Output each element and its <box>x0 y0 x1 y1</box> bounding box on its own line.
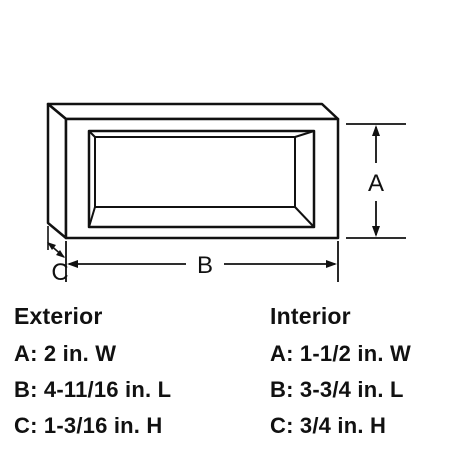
dimension-c <box>47 226 65 258</box>
exterior-dim-c: C: 1-3/16 in. H <box>14 413 163 438</box>
exterior-dim-b: B: 4-11/16 in. L <box>14 377 172 402</box>
dimension-b-arrow-left <box>67 260 78 268</box>
box-drawing <box>46 102 340 240</box>
dimension-c-arrow-end <box>56 250 65 258</box>
interior-dim-b: B: 3-3/4 in. L <box>270 377 404 402</box>
box-side-face <box>46 102 68 240</box>
inner-edge-top-right <box>294 130 315 138</box>
inner-edge-bottom-left <box>88 206 96 228</box>
inner-edge-bottom-right <box>294 206 315 228</box>
dimension-a-arrow-up <box>372 125 380 136</box>
dimension-c-arrow-start <box>47 242 56 250</box>
dimension-b <box>65 241 339 282</box>
dimension-a-arrow-down <box>372 226 380 237</box>
box-inner-back-wall <box>94 136 296 208</box>
inner-edge-top-left <box>88 130 96 138</box>
dimension-a-label: A <box>368 170 384 197</box>
interior-heading: Interior <box>270 303 351 329</box>
box-top-face <box>46 102 340 121</box>
interior-dim-a: A: 1-1/2 in. W <box>270 341 411 366</box>
box-dimension-diagram: A B C <box>46 102 406 286</box>
interior-dim-c: C: 3/4 in. H <box>270 413 387 438</box>
exterior-dim-a: A: 2 in. W <box>14 341 117 366</box>
interior-specs: Interior A: 1-1/2 in. W B: 3-3/4 in. L C… <box>270 298 411 444</box>
exterior-specs: Exterior A: 2 in. W B: 4-11/16 in. L C: … <box>14 298 171 444</box>
exterior-heading: Exterior <box>14 303 103 329</box>
dimension-a <box>346 123 406 239</box>
dimension-b-arrow-right <box>326 260 337 268</box>
dimension-c-label: C <box>51 259 68 286</box>
dimension-b-label: B <box>197 252 213 279</box>
